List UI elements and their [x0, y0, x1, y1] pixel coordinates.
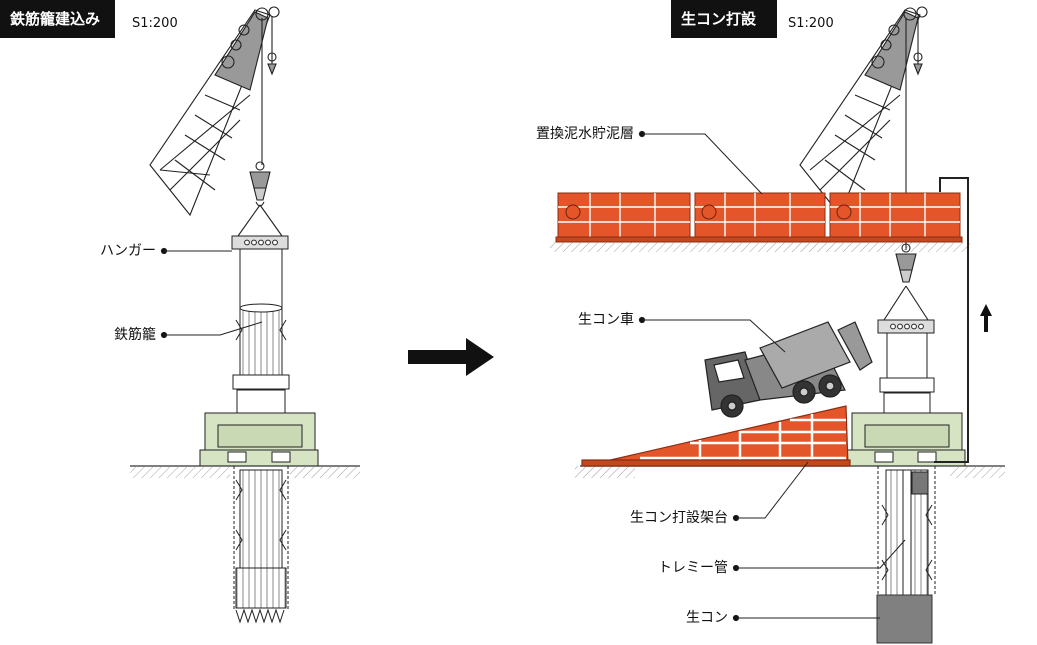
- pour-platform: [581, 405, 851, 467]
- pour-platform-label: 生コン打設架台: [630, 510, 728, 526]
- right-ground: [575, 465, 1005, 478]
- tremie-borehole: [877, 466, 936, 596]
- left-machine-base: [199, 412, 319, 467]
- left-crane: [149, 6, 283, 237]
- slurry-return-pipe: [934, 177, 969, 463]
- right-arrow-icon: [408, 338, 494, 376]
- tremie-pipe-label: トレミー管: [658, 560, 728, 576]
- right-machine-base: [846, 412, 966, 467]
- mixer-truck-label: 生コン車: [578, 312, 634, 328]
- rebar-cage-label: 鉄筋籠: [114, 327, 156, 343]
- left-leaders: [160, 247, 263, 339]
- left-borehole: [233, 466, 289, 624]
- hanger-label: ハンガー: [100, 243, 156, 259]
- mixer-truck: [704, 321, 873, 418]
- slurry-tank-label: 置換泥水貯泥層: [536, 126, 634, 142]
- left-ground: [130, 465, 360, 478]
- right-hanger: [877, 319, 935, 334]
- right-pipe-upper: [879, 333, 935, 414]
- left-rebar-cage: [232, 249, 290, 415]
- slurry-tanks: [555, 192, 963, 243]
- up-arrow-icon: [980, 304, 992, 332]
- left-panel-scale: S1:200: [132, 16, 178, 31]
- tank-ground: [550, 242, 970, 252]
- concrete-label: 生コン: [686, 610, 728, 626]
- right-leaders: [638, 130, 906, 622]
- right-panel-scale: S1:200: [788, 16, 834, 31]
- right-crane: [799, 6, 929, 321]
- right-panel-title: 生コン打設: [671, 0, 777, 38]
- left-panel-title: 鉄筋籠建込み: [0, 0, 115, 38]
- fresh-concrete: [876, 594, 933, 644]
- left-hanger: [231, 235, 289, 250]
